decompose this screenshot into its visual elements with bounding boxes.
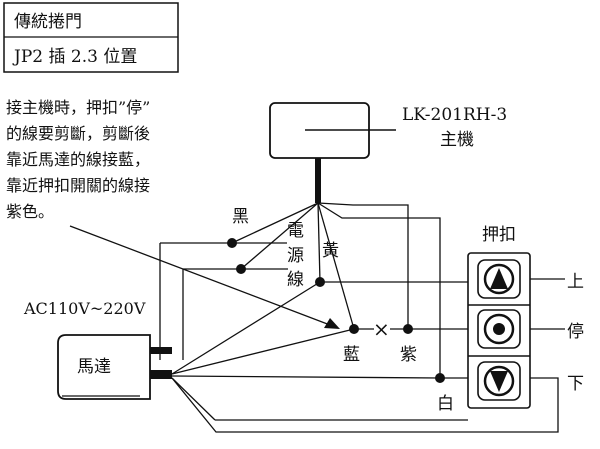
cut-mark: ×: [373, 317, 390, 341]
note-line-5: 紫色。: [6, 202, 54, 221]
switch-panel-title: 押扣: [482, 225, 516, 245]
switch-panel: 押扣 上 停 下: [467, 225, 584, 409]
host-model: LK-201RH-3: [402, 105, 507, 125]
label-up: 上: [567, 272, 584, 292]
junction-purple: [403, 324, 413, 334]
host-name: 主機: [440, 130, 474, 150]
down-button[interactable]: [477, 361, 521, 401]
cord-label-2: 源: [287, 246, 304, 266]
note-line-2: 的線要剪斷，剪斷後: [6, 124, 150, 143]
label-stop: 停: [567, 322, 584, 342]
junction-power: [236, 264, 246, 274]
note-line-1: 接主機時，押扣”停”: [6, 98, 150, 117]
label-blue: 藍: [343, 345, 360, 365]
junction-dots: [227, 238, 445, 383]
junction-white: [435, 373, 445, 383]
label-black: 黑: [232, 207, 249, 227]
motor: 馬達: [57, 334, 172, 400]
label-down: 下: [567, 374, 584, 394]
junction-blue: [349, 324, 359, 334]
stop-button[interactable]: [477, 309, 521, 349]
motor-wires: [171, 281, 559, 433]
title-line-1: 傳統捲門: [14, 12, 82, 32]
label-purple: 紫: [400, 345, 417, 365]
junction-yellow: [315, 277, 325, 287]
cord-label-3: 線: [287, 270, 304, 290]
wire-labels: 黑 黃 藍 紫 白 ×: [232, 207, 454, 414]
title-line-2: JP2 插 2.3 位置: [12, 47, 137, 67]
host-cable: [315, 158, 321, 203]
junction-black: [227, 238, 237, 248]
title-box: 傳統捲門 JP2 插 2.3 位置: [3, 2, 179, 73]
up-button[interactable]: [477, 259, 521, 299]
label-white: 白: [437, 394, 454, 414]
note-line-4: 靠近押扣開關的線接: [6, 176, 150, 195]
power-wires: [159, 242, 288, 360]
label-yellow: 黃: [322, 241, 339, 261]
switch-wires: [215, 281, 468, 421]
cord-label-1: 電: [287, 221, 304, 241]
note-pointer-arrow: [69, 225, 340, 329]
note-line-3: 靠近馬達的線接藍，: [6, 150, 150, 169]
ac-voltage-label: AC110V~220V: [23, 299, 146, 318]
instruction-note: 接主機時，押扣”停” 的線要剪斷，剪斷後 靠近馬達的線接藍， 靠近押扣開關的線接…: [6, 98, 150, 221]
motor-label: 馬達: [77, 357, 111, 377]
host-wire-fanout: [231, 202, 441, 378]
host-unit: LK-201RH-3 主機: [269, 102, 507, 159]
power-cord-label: 電 源 線: [287, 221, 304, 290]
